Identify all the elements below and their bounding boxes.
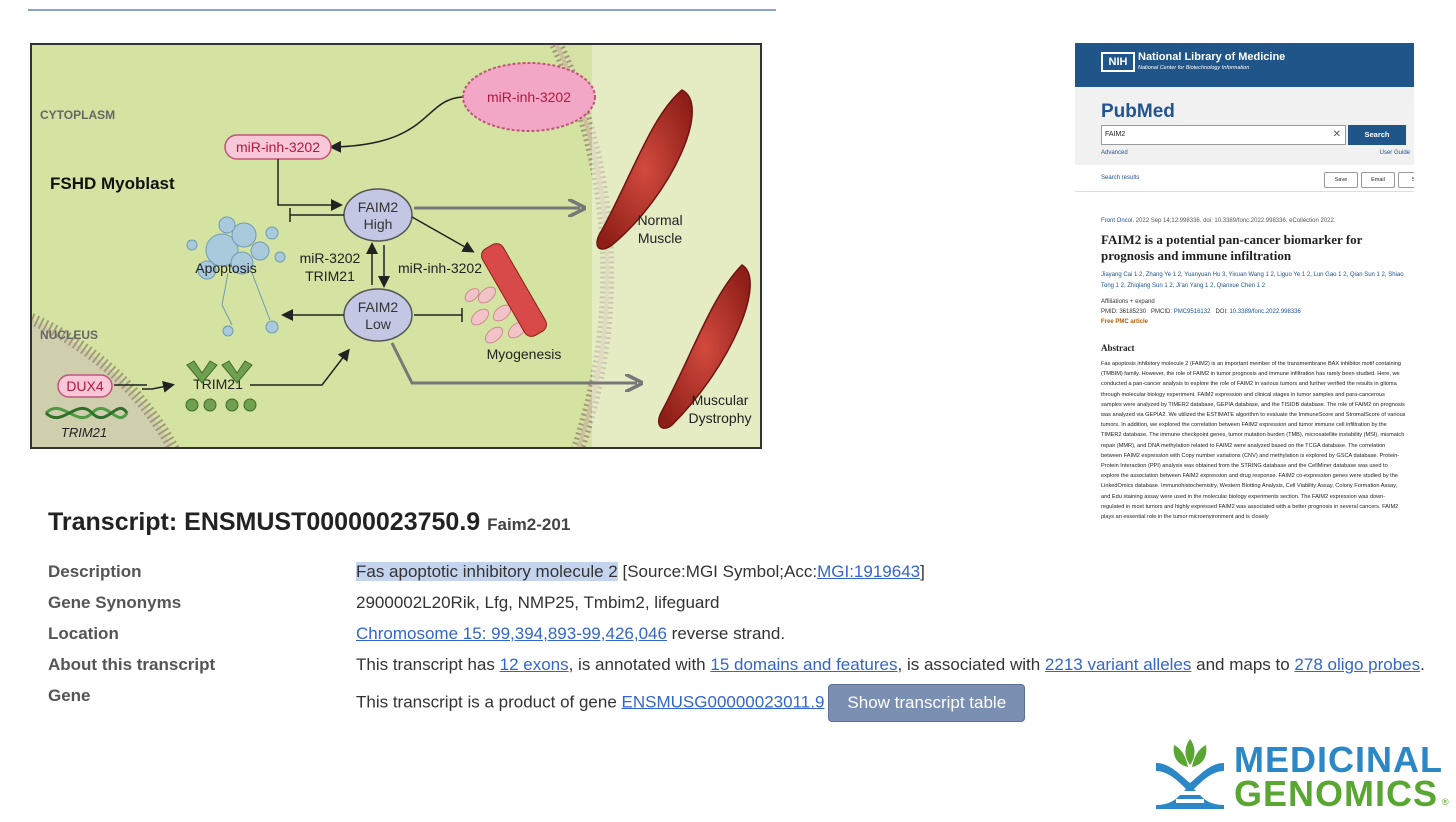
user-guide-link[interactable]: User Guide <box>1379 150 1410 156</box>
doi-link[interactable]: 10.3389/fonc.2022.998336 <box>1229 309 1301 315</box>
about-text-1: This transcript has <box>356 655 500 674</box>
about-text-5: . <box>1420 655 1425 674</box>
variants-link[interactable]: 2213 variant alleles <box>1044 655 1192 674</box>
about-text-2: , is annotated with <box>568 655 711 674</box>
nucleus-label: NUCLEUS <box>40 328 98 342</box>
normal-muscle-line2: Muscle <box>638 230 683 246</box>
affiliations-toggle[interactable]: Affiliations + expand <box>1101 299 1155 305</box>
transcript-section: Transcript: ENSMUST00000023750.9 Faim2-2… <box>48 508 1428 722</box>
location-strand: reverse strand. <box>666 624 786 643</box>
nih-logo: NIH <box>1101 52 1135 72</box>
transcript-title: Transcript: ENSMUST00000023750.9 Faim2-2… <box>48 508 1428 537</box>
domains-link[interactable]: 15 domains and features <box>710 655 898 674</box>
search-results-link[interactable]: Search results <box>1101 175 1140 181</box>
gene-text: This transcript is a product of gene <box>356 692 622 712</box>
pubmed-search-button[interactable]: Search <box>1348 125 1406 145</box>
medicinal-genomics-logo: MEDICINAL GENOMICS ® <box>1150 735 1450 815</box>
abstract-text: Fas apoptosis inhibitory molecule 2 (FAI… <box>1101 361 1406 521</box>
article-title: FAIM2 is a potential pan-cancer biomarke… <box>1101 232 1363 263</box>
gene-value: This transcript is a product of gene ENS… <box>356 684 1026 722</box>
about-text-4: and maps to <box>1191 655 1295 674</box>
clear-icon[interactable]: ✕ <box>1332 129 1341 140</box>
transcript-name: Faim2-201 <box>487 515 571 534</box>
pubmed-logo[interactable]: PubMed <box>1101 101 1175 122</box>
medicinal-genomics-mark-icon <box>1156 739 1224 809</box>
trim21-protein-label: TRIM21 <box>193 376 243 392</box>
oligo-probes-link[interactable]: 278 oligo probes <box>1294 655 1421 674</box>
pubmed-screenshot-panel: NIH National Library of Medicine Nationa… <box>1075 43 1414 603</box>
faim2-high-line1: FAIM2 <box>358 199 399 215</box>
email-button[interactable]: Email <box>1361 172 1395 188</box>
mir-outside-label: miR-inh-3202 <box>487 89 571 105</box>
pmcid-link[interactable]: PMC9516132 <box>1173 309 1211 315</box>
article-ids: PMID: 36185230 PMCID: PMC9516132 DOI: 10… <box>1101 309 1406 315</box>
faim2-low-line1: FAIM2 <box>358 299 399 315</box>
exons-link[interactable]: 12 exons <box>499 655 569 674</box>
cell-label: FSHD Myoblast <box>50 174 175 193</box>
results-toolbar: Search results Save Email Se <box>1075 165 1414 192</box>
nlm-title[interactable]: National Library of Medicine <box>1138 51 1286 63</box>
pubmed-search-area: PubMed FAIM2 ✕ Search Advanced User Guid… <box>1075 87 1414 165</box>
chromosome-link[interactable]: Chromosome 15: 99,394,893-99,426,046 <box>356 624 667 643</box>
advanced-link[interactable]: Advanced <box>1101 150 1128 156</box>
pmcid-label: PMCID: <box>1151 309 1174 315</box>
top-divider <box>28 9 776 11</box>
nlm-subtitle: National Center for Biotechnology Inform… <box>1138 65 1250 71</box>
citation-text: 2022 Sep 14;12:998336. doi: 10.3389/fonc… <box>1134 218 1336 224</box>
transcript-id: Transcript: ENSMUST00000023750.9 <box>48 508 481 536</box>
about-text-3: , is associated with <box>897 655 1045 674</box>
pmid: PMID: 36185230 <box>1101 309 1147 315</box>
gene-label: Gene <box>48 686 91 705</box>
mir-trim-line1: miR-3202 <box>300 250 361 266</box>
dystrophy-line2: Dystrophy <box>688 410 751 426</box>
save-button[interactable]: Save <box>1324 172 1358 188</box>
logo-line2: GENOMICS <box>1234 773 1439 814</box>
description-highlight: Fas apoptotic inhibitory molecule 2 <box>356 562 618 581</box>
location-label: Location <box>48 624 119 643</box>
logo-line1: MEDICINAL <box>1234 739 1443 780</box>
synonyms-label: Gene Synonyms <box>48 593 182 612</box>
synonyms-value: 2900002L20Rik, Lfg, NMP25, Tmbim2, lifeg… <box>356 593 720 612</box>
mgi-link[interactable]: MGI:1919643 <box>817 562 921 581</box>
faim2-low-line2: Low <box>365 316 392 332</box>
description-source: [Source:MGI Symbol;Acc: <box>617 562 818 581</box>
show-transcript-table-button[interactable]: Show transcript table <box>828 684 1026 722</box>
description-label: Description <box>48 562 142 581</box>
pubmed-search-input[interactable]: FAIM2 ✕ <box>1101 125 1346 145</box>
abstract-heading: Abstract <box>1101 343 1135 353</box>
gene-link[interactable]: ENSMUSG00000023011.9 <box>621 692 825 712</box>
normal-muscle-line1: Normal <box>637 212 682 228</box>
mir-inh-mid-label: miR-inh-3202 <box>398 260 482 276</box>
apoptosis-label: Apoptosis <box>195 260 256 276</box>
dystrophy-line1: Muscular <box>692 392 749 408</box>
doi-label: DOI: <box>1215 309 1230 315</box>
location-value: Chromosome 15: 99,394,893-99,426,046 rev… <box>356 624 785 644</box>
trim21-gene-label: TRIM21 <box>61 425 107 440</box>
description-end: ] <box>920 562 925 581</box>
mir-inside-label: miR-inh-3202 <box>236 139 320 155</box>
citation: Front Oncol. 2022 Sep 14;12:998336. doi:… <box>1101 218 1406 224</box>
mir-trim-line2: TRIM21 <box>305 268 355 284</box>
article-body: Front Oncol. 2022 Sep 14;12:998336. doi:… <box>1075 218 1414 522</box>
nlm-banner: NIH National Library of Medicine Nationa… <box>1075 43 1414 87</box>
cytoplasm-label: CYTOPLASM <box>40 108 115 122</box>
myogenesis-label: Myogenesis <box>487 346 562 362</box>
send-button[interactable]: Se <box>1398 172 1414 188</box>
dux4-label: DUX4 <box>66 378 104 394</box>
free-pmc-badge: Free PMC article <box>1101 319 1149 325</box>
journal-link[interactable]: Front Oncol. <box>1101 218 1135 224</box>
about-value: This transcript has 12 exons, is annotat… <box>356 655 1425 675</box>
registered-mark: ® <box>1442 797 1449 807</box>
about-label: About this transcript <box>48 655 216 674</box>
faim2-high-line2: High <box>364 216 393 232</box>
author-list[interactable]: Jiayang Cai 1 2, Zhang Ye 1 2, Yuanyuan … <box>1101 272 1404 289</box>
description-value: Fas apoptotic inhibitory molecule 2 [Sou… <box>356 562 925 582</box>
pubmed-search-value: FAIM2 <box>1105 131 1126 138</box>
faim2-pathway-diagram: CYTOPLASM NUCLEUS FSHD Myoblast miR-inh-… <box>30 43 762 449</box>
